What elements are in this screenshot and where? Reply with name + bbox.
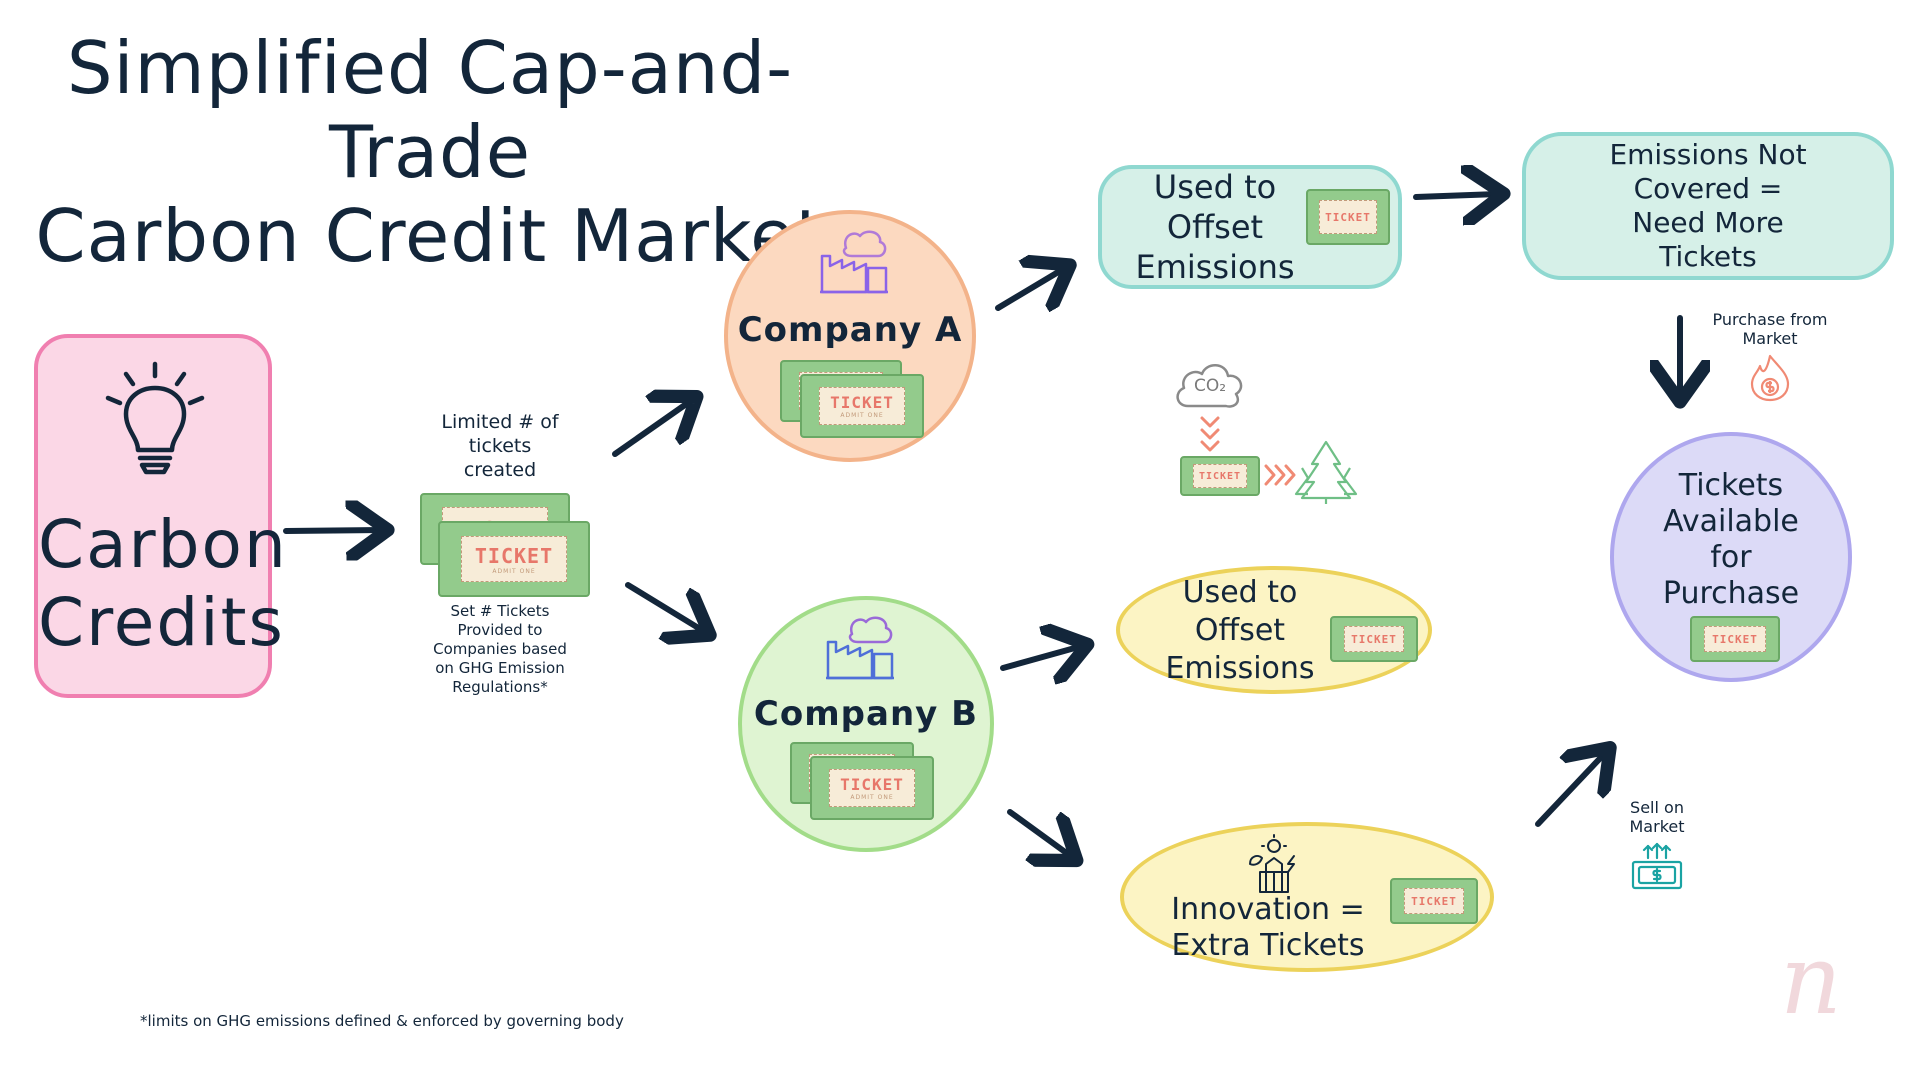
lightbulb-icon	[105, 361, 205, 475]
ticket-front: TICKET ADMIT ONE	[438, 521, 590, 597]
co2-ticket: TICKET	[1180, 456, 1260, 496]
offset-b-line-3: Emissions	[1165, 651, 1315, 686]
set-tickets-line-4: on GHG Emission	[435, 659, 565, 677]
co2-cloud-icon	[1176, 364, 1243, 408]
available-line-3: for	[1710, 540, 1752, 575]
offset-a-text: Used to Offset Emissions	[1122, 167, 1308, 287]
need-more-line-1: Emissions Not	[1609, 138, 1807, 171]
arrow-credits-to-tickets	[283, 530, 382, 531]
company-a-ticket-front: TICKET ADMIT ONE	[800, 374, 924, 438]
ticket-sub: ADMIT ONE	[840, 412, 884, 419]
available-line-4: Purchase	[1662, 576, 1800, 611]
purchase-from-market-label: Purchase from Market	[1690, 310, 1850, 348]
sell-on-market-label: Sell on Market	[1612, 798, 1702, 836]
company-a-circle: Company A TICKET ADMIT ONE	[724, 210, 976, 462]
set-tickets-line-5: Regulations*	[452, 678, 548, 696]
arrow-innovation-to-available	[1535, 752, 1606, 827]
innovation-icon	[1249, 834, 1295, 893]
purchase-line-1: Purchase from	[1712, 310, 1828, 329]
ticket-word: TICKET	[830, 393, 894, 412]
company-b-label: Company B	[753, 694, 979, 734]
offset-emissions-a-box: Used to Offset Emissions TICKET	[1098, 165, 1402, 289]
ticket-sub: ADMIT ONE	[492, 567, 536, 575]
limited-line-2: tickets	[468, 435, 532, 457]
available-line-1: Tickets	[1678, 468, 1784, 503]
set-tickets-line-1: Set # Tickets	[450, 602, 550, 620]
offset-a-line-2: Offset	[1166, 208, 1264, 246]
ticket-word: TICKET	[840, 775, 904, 794]
innovation-ellipse: Innovation = Extra Tickets TICKET	[1120, 822, 1494, 972]
ticket-word: TICKET	[1351, 632, 1397, 646]
watermark-logo: n	[1780, 924, 1842, 1036]
ticket-word: TICKET	[1198, 470, 1242, 482]
sell-line-1: Sell on	[1630, 798, 1684, 817]
offset-a-line-3: Emissions	[1135, 248, 1295, 286]
limited-tickets-label: Limited # of tickets created	[410, 410, 590, 482]
innovation-ticket: TICKET	[1390, 878, 1478, 924]
need-more-line-3: Need More	[1632, 206, 1784, 239]
need-more-line-4: Tickets	[1659, 240, 1757, 273]
limited-line-1: Limited # of	[441, 411, 559, 433]
need-more-line-2: Covered =	[1633, 172, 1783, 205]
company-b-circle: Company B TICKET ADMIT ONE	[738, 596, 994, 852]
arrow-tickets-to-company-b	[625, 582, 705, 632]
factory-co2-icon	[826, 616, 894, 680]
carbon-credits-line-1: Carbon	[38, 506, 288, 583]
carbon-credits-line-2: Credits	[38, 584, 285, 661]
offset-b-text: Used to Offset Emissions	[1150, 574, 1330, 688]
set-tickets-line-2: Provided to	[457, 621, 543, 639]
need-more-text: Emissions Not Covered = Need More Ticket…	[1526, 138, 1890, 274]
chevron-right-icon	[1264, 464, 1296, 486]
carbon-credits-label: Carbon Credits	[38, 506, 288, 662]
innovation-line-2: Extra Tickets	[1171, 928, 1365, 963]
ticket-word: TICKET	[1411, 894, 1457, 908]
arrow-company-a-to-offset	[995, 268, 1065, 308]
offset-a-line-1: Used to	[1153, 168, 1277, 206]
chevron-down-icon	[1200, 416, 1220, 452]
need-more-tickets-box: Emissions Not Covered = Need More Ticket…	[1522, 132, 1894, 280]
page-title: Simplified Cap-and-Trade Carbon Credit M…	[30, 26, 830, 278]
carbon-credits-box: Carbon Credits	[34, 334, 288, 698]
set-tickets-note: Set # Tickets Provided to Companies base…	[415, 602, 585, 697]
available-ticket: TICKET	[1690, 616, 1780, 662]
footnote: *limits on GHG emissions defined & enfor…	[140, 1012, 624, 1030]
arrow-company-b-to-offset	[1000, 646, 1082, 668]
innovation-text: Innovation = Extra Tickets	[1148, 892, 1388, 964]
ticket-sub: ADMIT ONE	[850, 794, 894, 801]
available-line-2: Available	[1663, 504, 1799, 539]
arrow-tickets-to-company-a	[612, 400, 692, 457]
title-line-2: Carbon Credit Market	[35, 194, 825, 278]
tickets-available-circle: Tickets Available for Purchase TICKET	[1610, 432, 1852, 682]
offset-emissions-b-ellipse: Used to Offset Emissions TICKET	[1116, 566, 1432, 694]
offset-b-line-2: Offset	[1194, 613, 1286, 648]
co2-cloud-label: CO₂	[1193, 376, 1227, 396]
available-text: Tickets Available for Purchase	[1614, 468, 1848, 612]
cash-up-icon	[1631, 842, 1683, 890]
company-a-label: Company A	[737, 310, 963, 350]
arrow-company-b-to-innovation	[1007, 809, 1072, 857]
trees-icon	[1294, 440, 1358, 504]
company-b-ticket-front: TICKET ADMIT ONE	[810, 756, 934, 820]
ticket-word: TICKET	[474, 543, 554, 568]
sell-line-2: Market	[1629, 817, 1685, 836]
title-line-1: Simplified Cap-and-Trade	[66, 26, 794, 194]
money-fire-icon	[1750, 354, 1790, 402]
offset-b-line-1: Used to	[1182, 575, 1298, 610]
ticket-word: TICKET	[1325, 210, 1371, 224]
offset-b-ticket: TICKET	[1330, 616, 1418, 662]
purchase-line-2: Market	[1742, 329, 1798, 348]
factory-co2-icon	[820, 230, 888, 294]
arrow-offset-to-need-more	[1413, 194, 1498, 197]
innovation-line-1: Innovation =	[1171, 892, 1365, 927]
set-tickets-line-3: Companies based	[433, 640, 567, 658]
limited-line-3: created	[463, 459, 537, 481]
offset-a-ticket: TICKET	[1306, 189, 1390, 245]
ticket-word: TICKET	[1712, 632, 1758, 646]
